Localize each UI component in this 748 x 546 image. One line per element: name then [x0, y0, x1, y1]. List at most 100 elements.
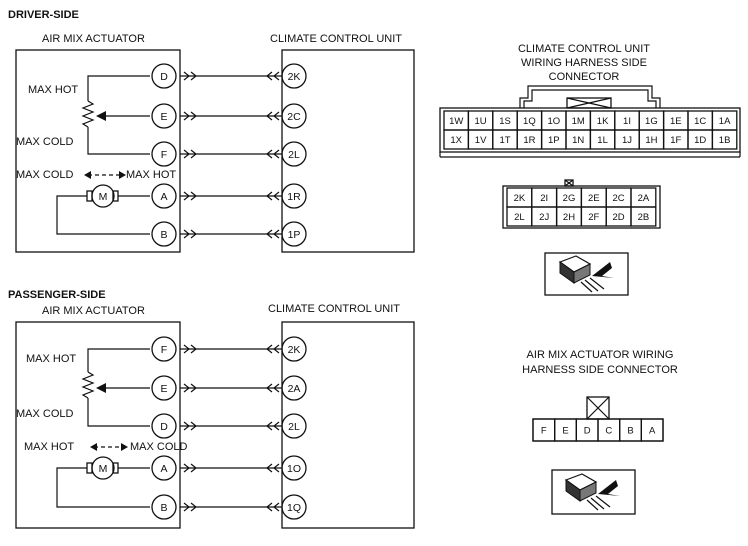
male-terminal-mark — [190, 344, 197, 354]
actuator-pin-label: E — [160, 111, 167, 123]
actuator-pin-circle — [151, 336, 177, 362]
actuator-pin-circle — [151, 183, 177, 209]
actuator-pin-label: B — [160, 502, 167, 514]
driver-actuator-label: AIR MIX ACTUATOR — [42, 33, 145, 45]
female-terminal-mark — [266, 502, 273, 512]
driver-motor-symbol: M — [99, 191, 108, 203]
ccu-connector-title-line3: CONNECTOR — [549, 71, 620, 83]
ccu-large-connector-body — [439, 107, 741, 153]
ccu-small-cell-label: 2E — [588, 193, 600, 204]
ccu-small-cell-label: 2A — [638, 193, 650, 204]
female-terminal-mark — [273, 383, 280, 393]
driver-motor: M — [56, 184, 150, 235]
unit-pin-circle — [281, 183, 307, 209]
male-terminal-mark — [190, 383, 197, 393]
ccu-small-cell-label: 2D — [613, 212, 625, 223]
female-terminal-mark — [266, 344, 273, 354]
ccu-small-cell-label: 2F — [588, 212, 599, 223]
female-terminal-mark — [266, 191, 273, 201]
unit-pin-label: 1Q — [287, 502, 301, 514]
male-terminal-mark — [190, 421, 197, 431]
ccu-cell — [711, 129, 738, 150]
ccu-cell-label: 1T — [499, 135, 510, 146]
ccu-cell-label: 1G — [645, 116, 658, 127]
female-terminal-mark — [266, 149, 273, 159]
ccu-cell-label: 1J — [622, 135, 632, 146]
actuator-pin-circle — [151, 375, 177, 401]
unit-pin-label: 1R — [287, 191, 301, 203]
driver-potentiometer — [81, 75, 150, 155]
actuator-cell-label: B — [627, 426, 633, 437]
actuator-pin-label: E — [160, 383, 167, 395]
ccu-cell-label: 1R — [523, 135, 535, 146]
unit-pin-circle — [281, 494, 307, 520]
driver-unit-label: CLIMATE CONTROL UNIT — [270, 33, 402, 45]
passenger-side-title: PASSENGER-SIDE — [8, 289, 106, 301]
passenger-actuator-label: AIR MIX ACTUATOR — [42, 305, 145, 317]
unit-pin-label: 1P — [288, 229, 301, 241]
female-terminal-mark — [266, 383, 273, 393]
actuator-pin-circle — [151, 103, 177, 129]
unit-pin-circle — [281, 375, 307, 401]
female-terminal-mark — [273, 229, 280, 239]
ccu-small-cell-label: 2I — [540, 193, 548, 204]
actuator-cell-label: F — [541, 426, 547, 437]
actuator-pin-circle — [151, 221, 177, 247]
ccu-cell-label: 1I — [623, 116, 631, 127]
passenger-potentiometer — [81, 348, 150, 427]
female-terminal-mark — [266, 111, 273, 121]
male-terminal-mark — [183, 502, 190, 512]
male-terminal-mark — [183, 421, 190, 431]
female-terminal-mark — [273, 111, 280, 121]
passenger-max-cold-label: MAX COLD — [16, 408, 74, 420]
male-terminal-mark — [183, 111, 190, 121]
female-terminal-mark — [273, 502, 280, 512]
actuator-pin-circle — [151, 141, 177, 167]
ccu-cell-label: 1Q — [523, 116, 536, 127]
female-terminal-mark — [273, 191, 280, 201]
ccu-cell-label: 1M — [572, 116, 585, 127]
ccu-small-connector-body — [502, 185, 661, 229]
male-terminal-mark — [190, 149, 197, 159]
ccu-small-cell-label: 2C — [613, 193, 625, 204]
male-terminal-mark — [183, 344, 190, 354]
unit-pin-circle — [281, 141, 307, 167]
ccu-cell-label: 1U — [475, 116, 487, 127]
driver-unit-box — [281, 49, 415, 253]
actuator-pin-circle — [151, 494, 177, 520]
male-terminal-mark — [183, 383, 190, 393]
driver-motor-right-label: MAX HOT — [126, 169, 176, 181]
male-terminal-mark — [183, 71, 190, 81]
actuator-connector-view-icon — [551, 469, 636, 515]
passenger-actuator-box — [15, 321, 181, 529]
female-terminal-mark — [273, 149, 280, 159]
ccu-connector-title-line1: CLIMATE CONTROL UNIT — [518, 43, 650, 55]
actuator-cell-label: D — [584, 426, 591, 437]
male-terminal-mark — [183, 149, 190, 159]
actuator-pin-label: F — [161, 149, 167, 161]
actuator-connector-diagram: AIR MIX ACTUATOR WIRING HARNESS SIDE CON… — [522, 349, 678, 515]
unit-pin-circle — [281, 63, 307, 89]
unit-pin-label: 2A — [288, 383, 301, 395]
ccu-cell-label: 1H — [645, 135, 657, 146]
ccu-cell-label: 1V — [475, 135, 487, 146]
passenger-side-section: PASSENGER-SIDE AIR MIX ACTUATOR CLIMATE … — [8, 289, 415, 529]
actuator-pin-circle — [151, 455, 177, 481]
ccu-small-cell-label: 2G — [563, 193, 576, 204]
male-terminal-mark — [190, 71, 197, 81]
ccu-connector-title-line2: WIRING HARNESS SIDE — [521, 57, 647, 69]
ccu-small-cell-label: 2K — [514, 193, 526, 204]
driver-side-title: DRIVER-SIDE — [8, 9, 79, 21]
unit-pin-label: 2C — [287, 111, 301, 123]
passenger-motor-right-label: MAX COLD — [130, 441, 188, 453]
ccu-cell-label: 1E — [670, 116, 682, 127]
